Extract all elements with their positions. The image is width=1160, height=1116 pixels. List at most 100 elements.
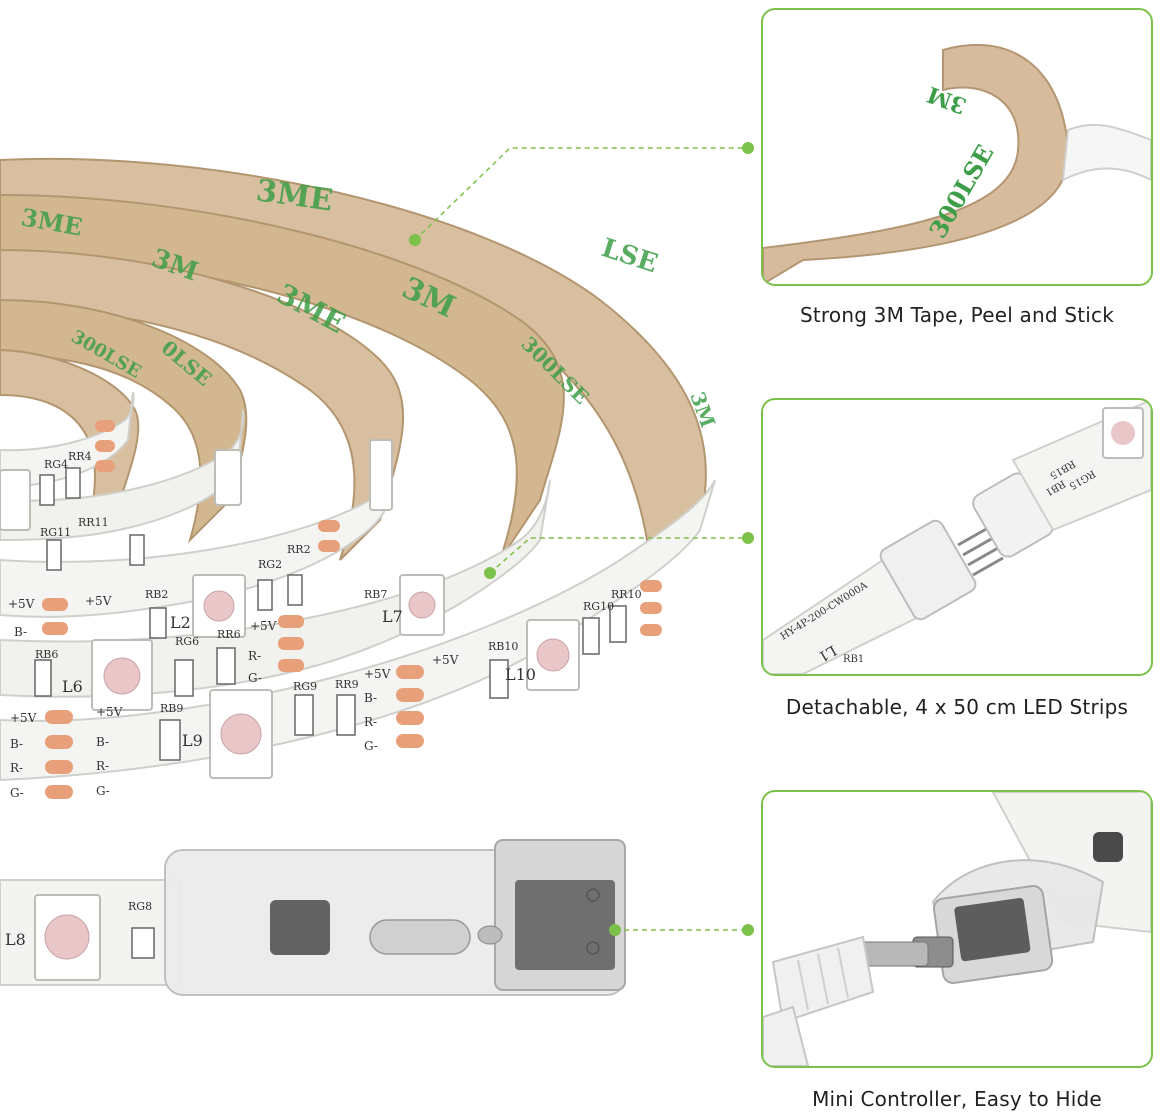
component-label: RR10	[611, 588, 642, 601]
strip-marking: +5V	[250, 619, 277, 633]
resistor	[216, 647, 236, 685]
strips-caption: Detachable, 4 x 50 cm LED Strips	[785, 695, 1129, 719]
component-label: L9	[182, 731, 203, 750]
connector-pin	[972, 556, 1004, 577]
led-chip	[34, 894, 101, 981]
strip-marking: G-	[10, 786, 24, 800]
component-label: RG4	[44, 458, 68, 471]
resistor	[149, 607, 167, 639]
solder-pad	[95, 440, 115, 452]
component-label: RG9	[293, 680, 317, 693]
solder-pad	[396, 711, 424, 725]
led-chip	[0, 469, 31, 531]
resistor	[174, 659, 194, 697]
strip-marking: G-	[248, 671, 262, 685]
led-chip	[209, 689, 273, 779]
strip-marking: B-	[14, 625, 27, 639]
solder-pad	[318, 540, 340, 552]
solder-pad	[640, 624, 662, 636]
led-label-print: L1	[815, 642, 839, 665]
solder-pad	[45, 710, 73, 724]
plug-ridge	[817, 953, 829, 1005]
component-label: L7	[382, 607, 403, 626]
led-chip	[526, 619, 580, 691]
solder-pad	[45, 735, 73, 749]
resistor	[609, 605, 627, 643]
plug-ridge	[837, 947, 849, 999]
callout-leaders	[414, 147, 745, 931]
resistor	[131, 927, 155, 959]
strip-marking: G-	[96, 784, 110, 798]
component-label: RG6	[175, 635, 199, 648]
strip-marking: R-	[96, 759, 109, 773]
strip-marking: B-	[96, 735, 109, 749]
component-label: L2	[170, 613, 191, 632]
connector-pin	[967, 546, 999, 567]
connector-pin	[957, 526, 989, 547]
strip-marking: R-	[10, 761, 23, 775]
led-chip	[399, 574, 445, 636]
solder-pad	[42, 622, 68, 635]
component-label: L6	[62, 677, 83, 696]
mini-controller	[164, 839, 626, 996]
resistor	[582, 617, 600, 655]
controller-detail-panel	[761, 790, 1153, 1068]
strip-marking: R-	[248, 649, 261, 663]
component-label: RB10	[488, 640, 518, 653]
strip-marking: +5V	[364, 667, 391, 681]
solder-pad	[95, 460, 115, 472]
component-label: RB2	[145, 588, 168, 601]
led-chip	[369, 439, 393, 511]
solder-pad	[396, 665, 424, 679]
resistor	[159, 719, 181, 761]
strip-marking: B-	[364, 691, 377, 705]
led-strip-bands: +5V B- R- G- +5V B- R- G- +5V +5V B- R- …	[0, 391, 716, 986]
leader-line-tape	[414, 147, 745, 241]
leader-dot	[609, 924, 621, 936]
led-chip	[91, 639, 153, 711]
strip-marking: G-	[364, 739, 378, 753]
component-label: RB9	[160, 702, 183, 715]
strips-detail-panel: HY-4P-200-CW000A L1 RB1 RB15 RG15 RB1	[761, 398, 1153, 676]
strip-marking: +5V	[432, 653, 459, 667]
leader-dot	[742, 532, 754, 544]
controller-caption: Mini Controller, Easy to Hide	[812, 1087, 1102, 1111]
resistor	[489, 659, 509, 699]
led-chip	[192, 574, 246, 638]
resistor	[65, 467, 81, 499]
resistor	[129, 534, 145, 566]
component-label: RG10	[583, 600, 614, 613]
component-label: RR11	[78, 516, 109, 529]
strip-marking: B-	[10, 737, 23, 751]
resistor	[46, 539, 62, 571]
resistor	[34, 659, 52, 697]
led-label-print: RB1	[843, 654, 864, 665]
leader-dot	[742, 924, 754, 936]
tape-detail-panel: 3M 300LSE	[761, 8, 1153, 286]
component-label: RR9	[335, 678, 359, 691]
strip-marking: +5V	[96, 705, 123, 719]
adhesive-tape-coil: 3ME 3M LSE 3ME 3M 3ME 300LSE 0LSE 300LSE…	[0, 157, 720, 562]
resistor	[336, 694, 356, 736]
strip-marking: +5V	[85, 594, 112, 608]
component-label: RR4	[68, 450, 92, 463]
solder-pad	[640, 602, 662, 614]
resistor	[294, 694, 314, 736]
led-chip	[214, 449, 242, 506]
solder-pad	[42, 598, 68, 611]
strip-marking: +5V	[10, 711, 37, 725]
tape-print: LSE	[598, 233, 661, 279]
strip-marking: R-	[364, 715, 377, 729]
component-label: L8	[5, 930, 26, 949]
plug-ridge	[797, 959, 809, 1011]
solder-pad	[45, 760, 73, 774]
leader-dot	[742, 142, 754, 154]
component-label: RB7	[364, 588, 387, 601]
component-label: RG2	[258, 558, 282, 571]
solder-pad	[396, 688, 424, 702]
resistor	[287, 574, 303, 606]
component-label: RG8	[128, 900, 152, 913]
solder-pad	[640, 580, 662, 592]
solder-pad	[318, 520, 340, 532]
resistor	[39, 474, 55, 506]
